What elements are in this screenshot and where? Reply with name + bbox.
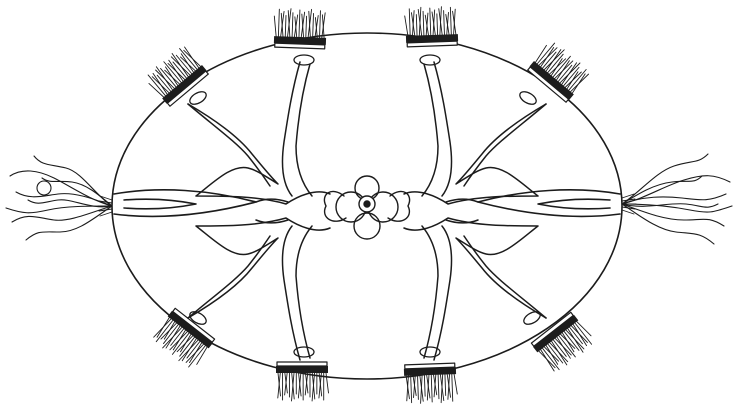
comb-plate — [404, 6, 458, 47]
comb-plate — [276, 362, 329, 401]
right-tentacle-bundle — [622, 154, 732, 244]
tentacle-knot — [37, 181, 51, 195]
comb-plate — [404, 363, 458, 404]
comb-plate — [273, 8, 327, 49]
left-tentacle-bundle — [6, 156, 112, 240]
